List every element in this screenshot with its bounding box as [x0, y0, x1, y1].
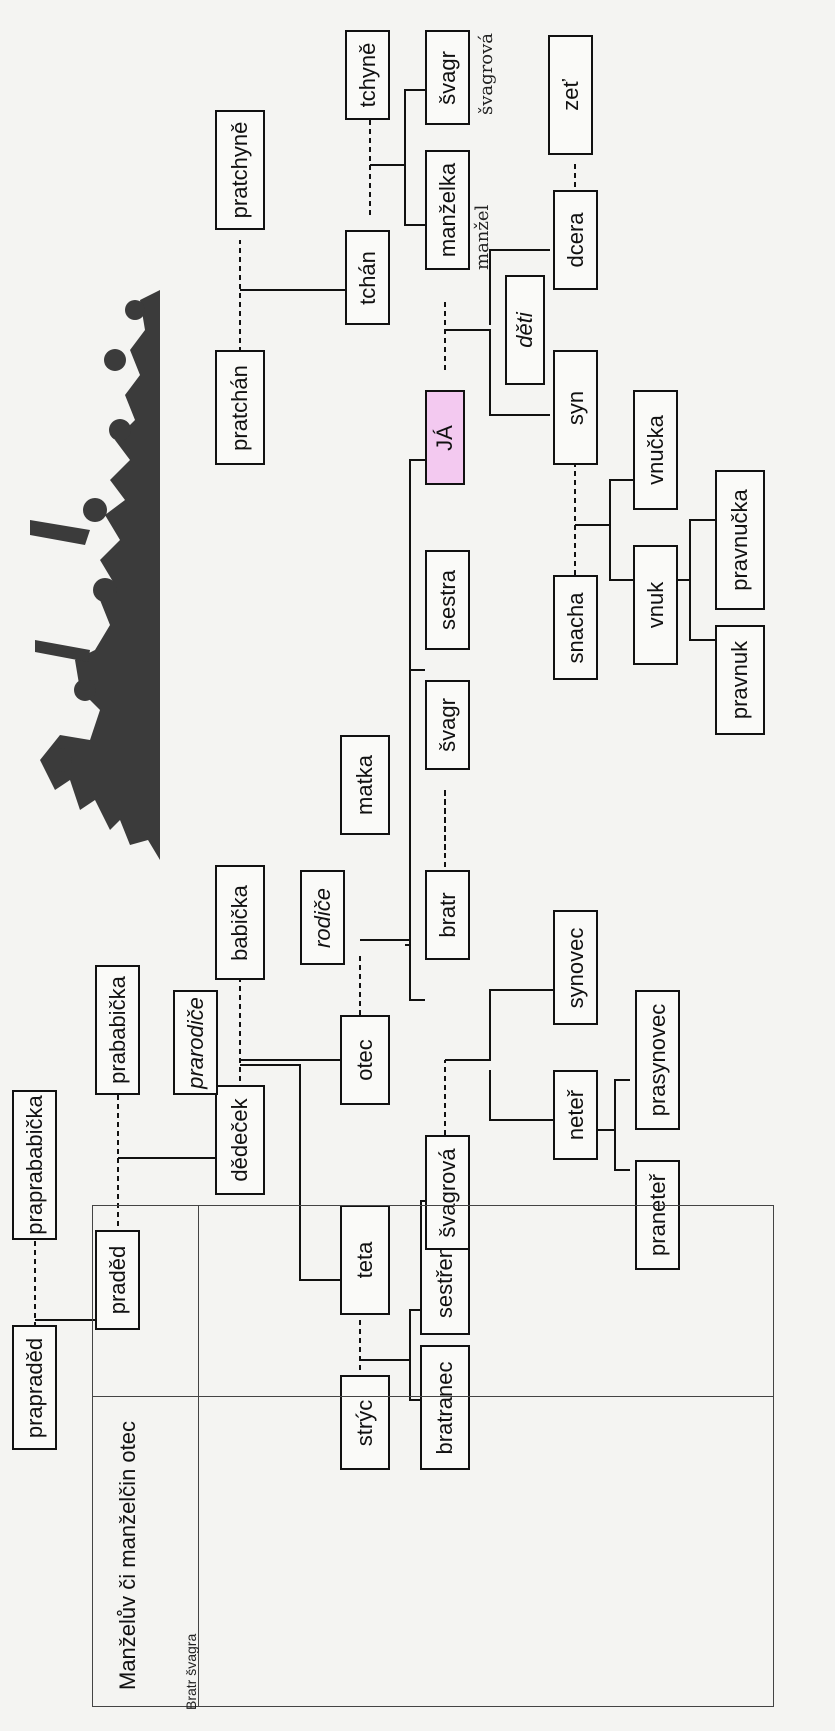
- node-label: zeť: [558, 79, 584, 111]
- node-pratchyne: pratchyně: [215, 110, 265, 230]
- node-label: vnučka: [643, 415, 669, 485]
- node-label: prarodiče: [183, 997, 209, 1089]
- table-row-divider: [93, 1396, 773, 1397]
- node-pravnuk: pravnuk: [715, 625, 765, 735]
- node-label: prapraděd: [22, 1337, 48, 1437]
- node-vnuk: vnuk: [633, 545, 678, 665]
- node-dedecek: dědeček: [215, 1085, 265, 1195]
- node-svagr-left: švagr: [425, 680, 470, 770]
- node-babicka: babička: [215, 865, 265, 980]
- node-tchan: tchán: [345, 230, 390, 325]
- node-label: švagr: [435, 51, 461, 105]
- node-syn: syn: [553, 350, 598, 465]
- node-manzelka: manželka: [425, 150, 470, 270]
- table-column-divider: [198, 1206, 199, 1706]
- node-label: rodiče: [310, 888, 336, 948]
- node-tchyne: tchyně: [345, 30, 390, 120]
- node-prarodice: prarodiče: [173, 990, 218, 1095]
- node-label: prababička: [105, 976, 131, 1084]
- node-label: manželka: [435, 163, 461, 257]
- table-subtitle: Bratr švagra: [183, 1634, 199, 1710]
- node-prapradet: prapraděd: [12, 1325, 57, 1450]
- node-label: pravnuk: [727, 641, 753, 719]
- node-label: dcera: [563, 212, 589, 267]
- node-prababicka: prababička: [95, 965, 140, 1095]
- node-rodice: rodiče: [300, 870, 345, 965]
- node-label: sestra: [435, 570, 461, 630]
- node-label: tchyně: [355, 43, 381, 108]
- node-synovec: synovec: [553, 910, 598, 1025]
- node-otec: otec: [340, 1015, 390, 1105]
- node-label: tchán: [355, 251, 381, 305]
- node-neter: neteř: [553, 1070, 598, 1160]
- node-label: dědeček: [227, 1098, 253, 1181]
- node-svagr-right: švagr: [425, 30, 470, 125]
- node-matka: matka: [340, 735, 390, 835]
- node-label: švagr: [435, 698, 461, 752]
- node-label: babička: [227, 885, 253, 961]
- node-label: děti: [512, 312, 538, 347]
- handwritten-manzel: manžel: [472, 205, 493, 270]
- node-label: pratchán: [227, 365, 253, 451]
- node-label: bratr: [435, 892, 461, 937]
- relations-table: [92, 1205, 774, 1707]
- node-ja: JÁ: [425, 390, 465, 485]
- node-label: pratchyně: [227, 122, 253, 219]
- node-label: neteř: [563, 1090, 589, 1140]
- node-prasynovec: prasynovec: [635, 990, 680, 1130]
- node-label: praprababička: [22, 1095, 48, 1234]
- node-pravnucka: pravnučka: [715, 470, 765, 610]
- node-label: syn: [563, 390, 589, 424]
- node-label: JÁ: [432, 425, 458, 451]
- node-bratr: bratr: [425, 870, 470, 960]
- node-praprababicka: praprababička: [12, 1090, 57, 1240]
- node-snacha: snacha: [553, 575, 598, 680]
- node-label: matka: [352, 755, 378, 815]
- node-label: pravnučka: [727, 489, 753, 591]
- node-label: otec: [352, 1039, 378, 1081]
- node-vnucka: vnučka: [633, 390, 678, 510]
- node-label: synovec: [563, 927, 589, 1008]
- node-sestra: sestra: [425, 550, 470, 650]
- node-dcera: dcera: [553, 190, 598, 290]
- node-deti: děti: [505, 275, 545, 385]
- node-pratchan: pratchán: [215, 350, 265, 465]
- node-zet: zeť: [548, 35, 593, 155]
- node-label: snacha: [563, 592, 589, 663]
- node-label: prasynovec: [645, 1004, 671, 1117]
- node-label: vnuk: [643, 582, 669, 628]
- handwritten-svagrova: švagrová: [476, 33, 497, 115]
- table-title: Manželův či manželčin otec: [115, 1421, 141, 1690]
